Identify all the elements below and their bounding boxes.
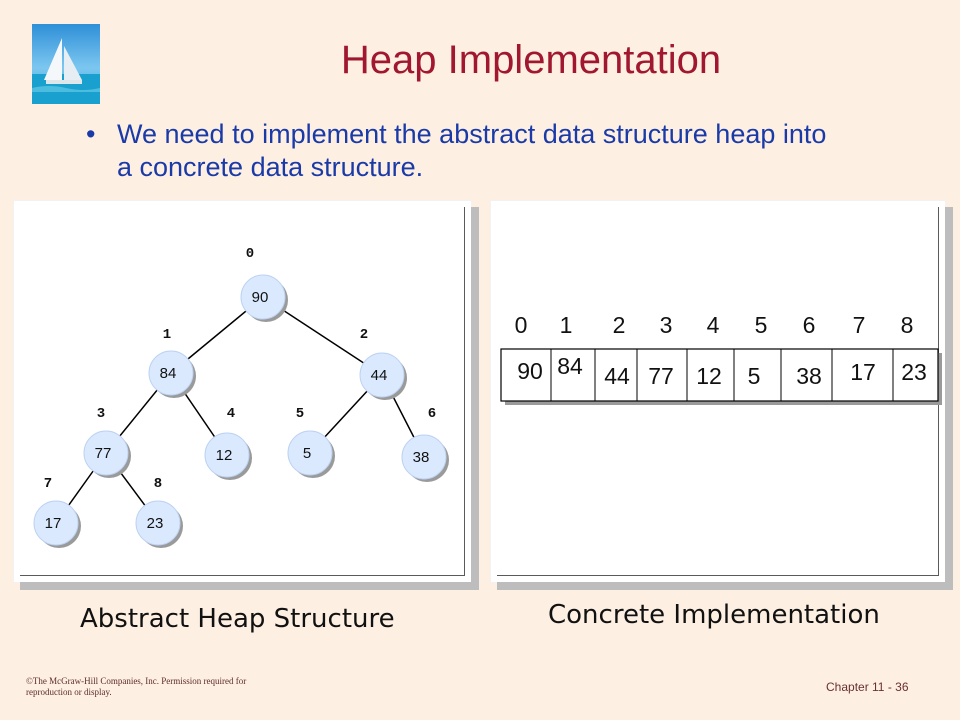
array-index-label: 0: [515, 312, 528, 338]
caption-concrete: Concrete Implementation: [548, 600, 880, 630]
tree-node: 38: [401, 434, 449, 482]
heap-tree-diagram: 90 0 84 1 44 2 77 3 12 4 5 5 38 6 17 7 23 8: [33, 246, 449, 548]
tree-node-value: 38: [413, 449, 430, 466]
tree-node-value: 77: [95, 445, 112, 462]
array-index-label: 3: [660, 312, 673, 338]
tree-node: 84: [148, 350, 196, 398]
tree-node-value: 23: [147, 515, 164, 532]
tree-node: 12: [204, 432, 252, 480]
tree-node-circle: [359, 352, 405, 398]
tree-node-index: 2: [360, 327, 368, 343]
array-index-label: 1: [560, 312, 573, 338]
tree-node: 77: [83, 430, 131, 478]
array-cell-value: 17: [850, 359, 876, 385]
sailboat-photo-icon: [32, 24, 100, 104]
slide-title: Heap Implementation: [340, 38, 722, 82]
array-cell-value: 23: [901, 359, 927, 385]
array-cell-value: 5: [748, 363, 761, 389]
tree-node-index: 5: [296, 406, 304, 422]
tree-node-value: 90: [252, 289, 269, 306]
array-index-label: 4: [707, 312, 720, 338]
tree-node-circle: [148, 350, 194, 396]
tree-node-circle: [83, 430, 129, 476]
array-cell-value: 77: [648, 363, 674, 389]
tree-node-index: 7: [44, 476, 52, 492]
tree-node: 17: [33, 500, 81, 548]
tree-node-circle: [135, 500, 181, 546]
tree-node-value: 12: [216, 447, 233, 464]
bullet-dot-icon: •: [86, 119, 96, 149]
tree-node-index: 0: [246, 246, 254, 262]
tree-node-value: 44: [371, 367, 388, 384]
tree-node-circle: [33, 500, 79, 546]
tree-node-value: 5: [303, 445, 311, 462]
tree-node: 23: [135, 500, 183, 548]
tree-node: 44: [359, 352, 407, 400]
tree-node: 90: [240, 274, 288, 322]
array-index-label: 6: [803, 312, 816, 338]
array-index-label: 5: [755, 312, 768, 338]
tree-node-circle: [204, 432, 250, 478]
tree-node-value: 84: [160, 365, 177, 382]
tree-node-index: 4: [227, 406, 235, 422]
tree-node-circle: [287, 430, 333, 476]
abstract-heap-panel: 90 0 84 1 44 2 77 3 12 4 5 5 38 6 17 7 23 8: [13, 200, 479, 590]
tree-node-circle: [401, 434, 447, 480]
tree-node-value: 17: [45, 515, 62, 532]
caption-abstract: Abstract Heap Structure: [80, 604, 395, 634]
bullet-text: We need to implement the abstract data s…: [117, 119, 827, 182]
array-index-label: 2: [613, 312, 626, 338]
copyright-notice: ©The McGraw-Hill Companies, Inc. Permiss…: [26, 676, 247, 697]
array-cell-value: 38: [796, 363, 822, 389]
array-index-label: 7: [853, 312, 866, 338]
array-cell-value: 44: [604, 363, 630, 389]
array-box: [500, 348, 939, 402]
array-cell-value: 84: [557, 353, 583, 379]
array-cell-value: 12: [696, 363, 722, 389]
chapter-page-number: Chapter 11 - 36: [826, 680, 909, 694]
tree-node-index: 1: [163, 327, 171, 343]
tree-node-index: 8: [154, 476, 162, 492]
array-index-label: 8: [901, 312, 914, 338]
array-cell-value: 90: [517, 358, 543, 384]
tree-node-index: 3: [97, 406, 105, 422]
tree-node-index: 6: [428, 406, 436, 422]
tree-node: 5: [287, 430, 335, 478]
tree-node-circle: [240, 274, 286, 320]
